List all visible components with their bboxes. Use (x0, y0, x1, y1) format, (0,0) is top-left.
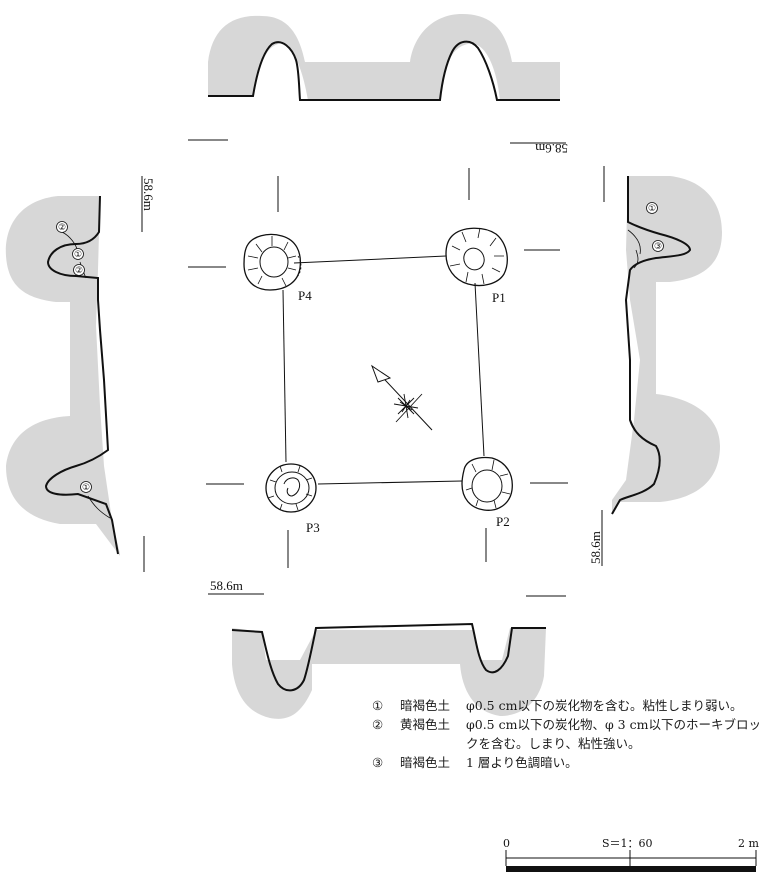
scale-bar: 0 S＝1：60 2 m (503, 837, 759, 872)
legend-num: ① (372, 698, 384, 713)
legend-description: φ0.5 cm以下の炭化物を含む。粘性しまり弱い。 (466, 698, 743, 713)
marker-1-left-b-text: ① (82, 483, 90, 493)
legend-row-2: ② 黄褐色土 φ0.5 cm以下の炭化物、φ 3 cm以下のホーキブロックを含む… (372, 715, 762, 753)
legend-num: ② (372, 717, 384, 732)
soil-legend: ① 暗褐色土 φ0.5 cm以下の炭化物を含む。粘性しまり弱い。 ② 黄褐色土 … (372, 696, 762, 772)
section-top-line (208, 40, 560, 101)
pit-p4-inner (259, 246, 289, 278)
marker-1-left-b (80, 481, 92, 493)
marker-1-left-a (72, 248, 84, 260)
wall-north (293, 255, 447, 264)
scale-start: 0 (503, 837, 510, 850)
legend-soil-name: 暗褐色土 (400, 755, 451, 770)
elevation-top: 58.6m (535, 141, 568, 156)
pit-p3-outline (265, 463, 317, 513)
pit-p1-inner (463, 247, 485, 271)
marker-1-right-text: ① (648, 204, 656, 214)
marker-3-right (652, 240, 664, 252)
pit-plan: P4 P1 P3 P2 (188, 168, 568, 568)
legend-row-3: ③ 暗褐色土 1 層より色調暗い。 (372, 753, 762, 772)
pit-p3-inner (283, 477, 301, 497)
pit-p2-inner (471, 469, 503, 503)
elevation-right: 58.6m (588, 531, 603, 564)
elevation-bottom: 58.6m (210, 578, 243, 593)
pit-p3-middle (274, 471, 310, 505)
pit-p1-hachures (449, 227, 504, 285)
section-right: 58.6m ① ③ (588, 166, 722, 566)
section-bottom-line (231, 622, 546, 692)
pit-p2-hachures (465, 459, 511, 509)
pit-p4-outline (243, 233, 302, 291)
marker-2-left-a (56, 221, 68, 233)
legend-soil-name: 黄褐色土 (400, 717, 451, 732)
marker-3-right-text: ③ (654, 242, 662, 252)
section-left-soil (5, 196, 120, 556)
marker-1-left-a-text: ① (74, 250, 82, 260)
section-top-soil (208, 14, 560, 100)
wall-south (317, 480, 463, 485)
section-right-layer (627, 229, 641, 269)
marker-2-left-b-text: ② (75, 266, 83, 276)
pit-p2-label: P2 (496, 514, 510, 529)
wall-east (474, 282, 485, 457)
pit-p4-label: P4 (298, 288, 312, 303)
legend-row-1: ① 暗褐色土 φ0.5 cm以下の炭化物を含む。粘性しまり弱い。 (372, 696, 762, 715)
north-arrow-crossline (395, 393, 423, 423)
pit-p3-hachures (267, 465, 313, 511)
scale-bar-block (506, 866, 756, 872)
elevation-left: 58.6m (141, 178, 156, 211)
section-left-line (44, 195, 119, 555)
pit-p3-label: P3 (306, 520, 320, 535)
pit-p1-outline (445, 227, 508, 287)
north-arrow (370, 364, 433, 431)
pit-p4-dash (297, 255, 302, 277)
section-bottom: 58.6m (208, 578, 566, 719)
marker-2-left-a-text: ② (58, 223, 66, 233)
legend-num: ③ (372, 755, 384, 770)
section-top: 58.6m (188, 14, 568, 156)
wall-west (282, 289, 287, 463)
legend-soil-name: 暗褐色土 (400, 698, 451, 713)
north-arrow-head (370, 364, 392, 383)
scale-ratio: S＝1：60 (602, 837, 653, 850)
north-arrow-star (393, 393, 419, 419)
pit-p1-label: P1 (492, 290, 506, 305)
section-right-soil (612, 176, 722, 514)
pit-p4-hachures (247, 236, 297, 287)
legend-description: 1 層より色調暗い。 (466, 755, 578, 770)
section-right-line (611, 176, 692, 515)
pit-p2-outline (461, 456, 513, 511)
legend-description: φ0.5 cm以下の炭化物、φ 3 cm以下のホーキブロックを含む。しまり、粘性… (466, 717, 761, 751)
scale-end: 2 m (738, 837, 759, 850)
marker-2-left-b (73, 264, 85, 276)
section-left: 58.6m ② ① ② ① (5, 176, 156, 572)
marker-1-right (646, 202, 658, 214)
